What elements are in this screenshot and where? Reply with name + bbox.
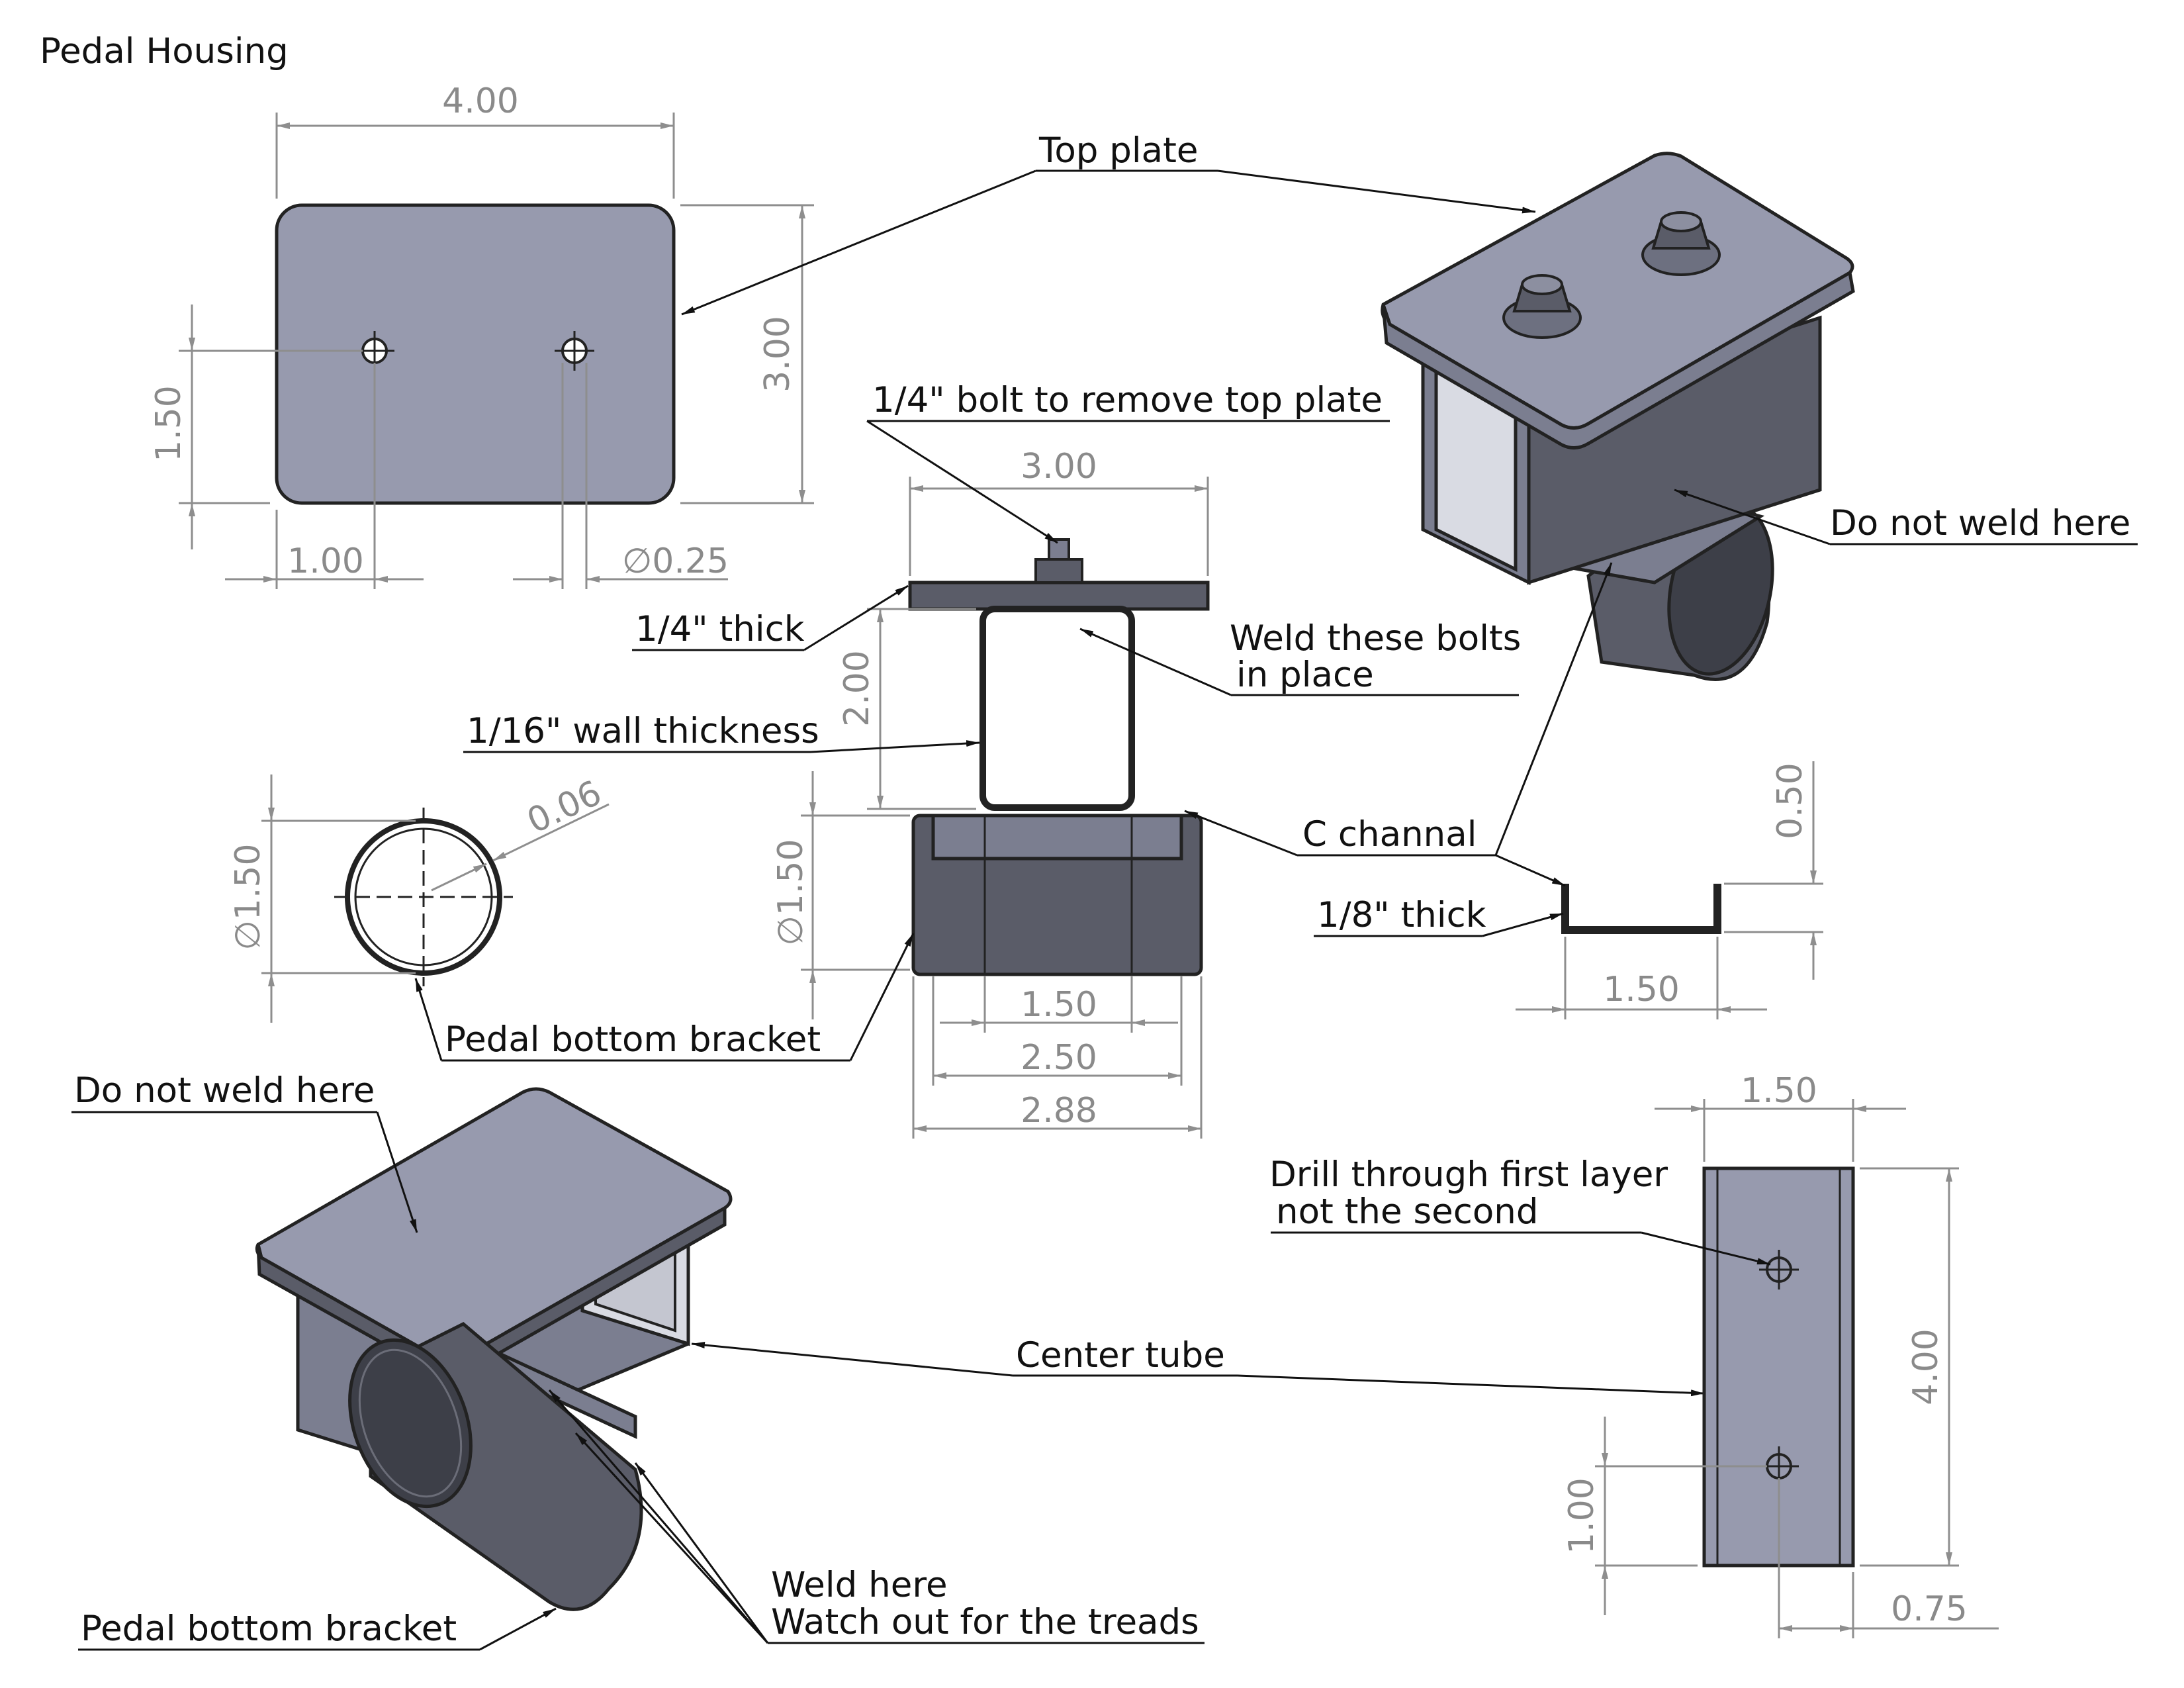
isometric-view-bottom	[255, 1087, 733, 1611]
callout-bolt-remove: 1/4" bolt to remove top plate	[866, 380, 1390, 544]
weld-bolts-line2: in place	[1236, 655, 1374, 695]
dim-center-tube-width: 1.50	[1655, 1071, 1906, 1162]
front-view	[908, 538, 1210, 976]
dim-center-tube-length-label: 4.00	[1906, 1329, 1946, 1405]
plate-hole-right	[555, 331, 594, 371]
dim-hole-height-label: 1.50	[149, 385, 189, 462]
top-plate-view: 4.00 3.00 1.50 1.00	[149, 81, 814, 589]
dim-plate-height: 3.00	[680, 204, 814, 504]
c-channel-view	[1561, 884, 1721, 934]
dim-circle-wall-label: 0.06	[522, 773, 608, 841]
dim-hole-offset: 1.00	[225, 363, 424, 589]
dim-center-hole-offset: 1.00	[1562, 1417, 1767, 1615]
isometric-view-top	[1381, 152, 1855, 681]
dim-base-outer-label: 2.88	[1021, 1091, 1097, 1131]
dim-circle-diameter: ∅1.50	[228, 774, 416, 1023]
iso-bolt-1	[1502, 274, 1582, 339]
dim-hole-offset-label: 1.00	[287, 541, 364, 581]
drawing-title: Pedal Housing	[40, 31, 289, 71]
front-top-plate	[908, 581, 1210, 611]
callout-center-tube: Center tube	[691, 1335, 1705, 1397]
dim-center-hole-offset-label: 1.00	[1562, 1477, 1602, 1554]
front-tube	[979, 606, 1135, 811]
callout-do-not-weld-left: Do not weld here	[71, 1070, 418, 1233]
eighth-thick-label: 1/8" thick	[1317, 895, 1486, 935]
dim-plate-height-label: 3.00	[758, 316, 797, 393]
dim-hole-diameter: ∅0.25	[513, 363, 729, 589]
dim-base-widths: 1.50 2.50 2.88	[912, 976, 1203, 1139]
dim-base-mid-label: 2.50	[1021, 1038, 1097, 1078]
callout-weld-bolts: Weld these bolts in place	[1079, 618, 1521, 696]
dim-front-plate-width-label: 3.00	[1021, 447, 1097, 487]
pedal-bracket-bottom-label: Pedal bottom bracket	[81, 1609, 457, 1649]
bolt-remove-label: 1/4" bolt to remove top plate	[872, 380, 1383, 420]
drill-line1: Drill through first layer	[1269, 1154, 1668, 1195]
c-channel-shape	[1561, 884, 1721, 934]
iso-bolt-2	[1641, 211, 1721, 276]
bracket-section	[334, 808, 513, 986]
dim-tube-height-label: 2.00	[837, 650, 877, 727]
dim-hole-diameter-label: ∅0.25	[622, 541, 729, 581]
callout-pedal-bracket-bottom: Pedal bottom bracket	[78, 1607, 557, 1651]
dim-tube-height: 2.00	[837, 608, 976, 810]
c-channal-label: C channal	[1302, 814, 1477, 855]
callout-pedal-bracket-mid: Pedal bottom bracket	[414, 933, 915, 1062]
weld-bolts-line1: Weld these bolts	[1230, 618, 1521, 659]
dim-center-tube-width-label: 1.50	[1741, 1071, 1817, 1111]
callout-quarter-thick: 1/4" thick	[632, 585, 909, 651]
dim-plate-width-label: 4.00	[442, 81, 519, 121]
dim-center-hole-x-label: 0.75	[1891, 1589, 1968, 1629]
callout-do-not-weld-right: Do not weld here	[1674, 489, 2138, 545]
dim-channel-height: 0.50	[1724, 761, 1823, 980]
dim-bracket-diameter: ∅1.50	[771, 771, 910, 1019]
callout-top-plate: Top plate	[681, 130, 1536, 316]
do-not-weld-right-label: Do not weld here	[1830, 503, 2130, 543]
dim-center-tube-length: 4.00	[1860, 1167, 1959, 1567]
dim-channel-width-label: 1.50	[1603, 970, 1680, 1009]
callout-weld-here: Weld here Watch out for the treads	[548, 1389, 1205, 1644]
dim-channel-width: 1.50	[1516, 937, 1767, 1019]
dim-channel-height-label: 0.50	[1770, 763, 1810, 839]
dim-front-plate-width: 3.00	[909, 447, 1209, 576]
wall-thickness-label: 1/16" wall thickness	[467, 711, 819, 751]
do-not-weld-left-label: Do not weld here	[74, 1070, 375, 1111]
weld-here-label: Weld here	[771, 1565, 948, 1605]
treads-label: Watch out for the treads	[771, 1602, 1199, 1642]
center-tube-label: Center tube	[1016, 1335, 1225, 1376]
callout-eighth-thick: 1/8" thick	[1314, 895, 1564, 937]
callout-c-channal: C channal	[1184, 562, 1613, 887]
drill-line2: not the second	[1276, 1192, 1539, 1232]
dim-plate-width: 4.00	[275, 81, 675, 199]
top-plate-shape	[275, 203, 676, 505]
callout-wall-thickness: 1/16" wall thickness	[463, 711, 980, 753]
quarter-thick-label: 1/4" thick	[635, 609, 805, 649]
dim-base-inner-label: 1.50	[1021, 985, 1097, 1025]
dim-bracket-diameter-label: ∅1.50	[771, 839, 811, 945]
dim-hole-height: 1.50	[149, 305, 363, 549]
center-hole-top	[1759, 1250, 1799, 1289]
dim-circle-diameter-label: ∅1.50	[228, 843, 268, 950]
top-plate-label: Top plate	[1038, 130, 1199, 171]
dim-center-hole-x: 0.75	[1778, 1478, 1999, 1638]
callout-drill: Drill through first layer not the second	[1269, 1154, 1771, 1266]
pedal-bracket-mid-label: Pedal bottom bracket	[445, 1019, 821, 1060]
